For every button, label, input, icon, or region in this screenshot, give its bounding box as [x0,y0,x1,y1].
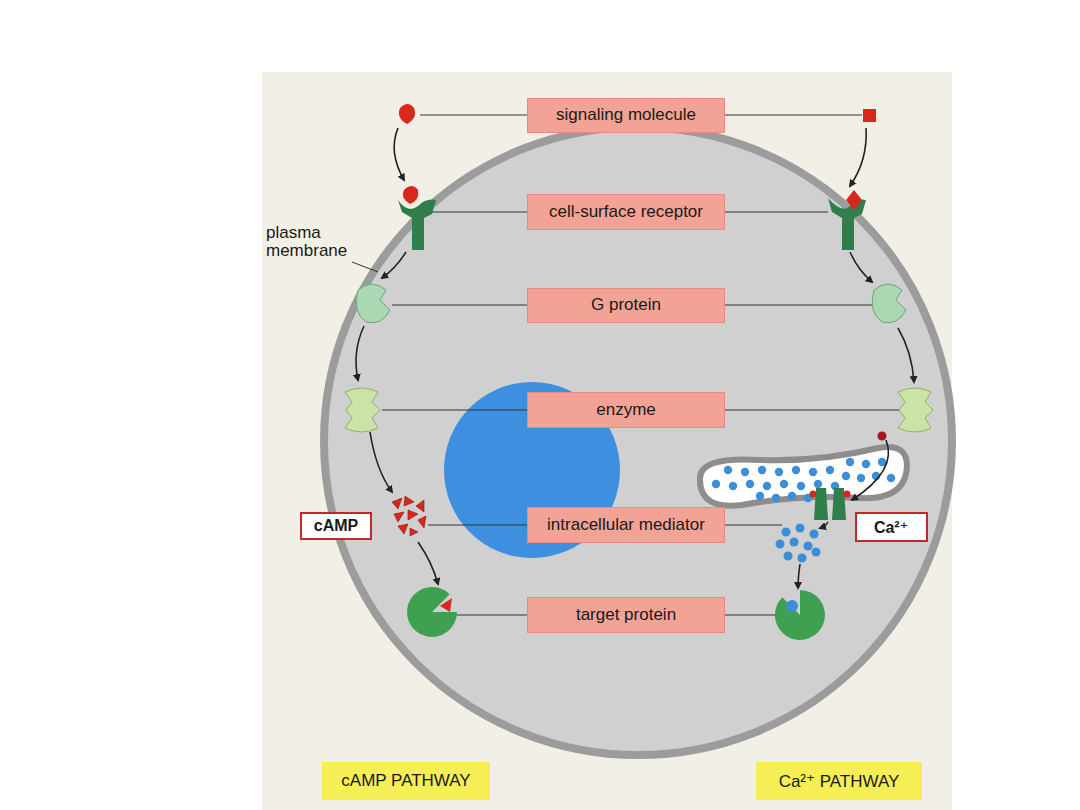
camp-pathway-figure [345,104,457,637]
label-text: target protein [576,605,676,625]
label-text: intracellular mediator [547,515,705,535]
term-label-box: cell-surface receptor [527,194,725,230]
label-text: enzyme [596,400,656,420]
mediator-name-box: Ca²⁺ [855,512,928,542]
label-text: Ca²⁺ PATHWAY [779,771,900,792]
label-text: Ca²⁺ [874,518,908,537]
mediator-name-box: cAMP [300,512,372,540]
pathway-title-box: Ca²⁺ PATHWAY [756,762,922,800]
label-text: signaling molecule [556,105,696,125]
label-text: cAMP PATHWAY [341,771,470,791]
term-label-box: target protein [527,597,725,633]
label-text: G protein [591,295,661,315]
calcium-pathway-figure [700,109,933,640]
term-label-box: intracellular mediator [527,507,725,543]
term-label-box: enzyme [527,392,725,428]
part-label: plasma membrane [266,224,358,260]
pathway-title-box: cAMP PATHWAY [322,762,490,800]
term-label-box: G protein [527,288,725,323]
cell [324,127,952,755]
label-text: cell-surface receptor [549,202,703,222]
label-text: cAMP [314,517,358,535]
term-label-box: signaling molecule [527,98,725,133]
leader-lines [352,115,900,615]
page-ground [262,72,952,810]
